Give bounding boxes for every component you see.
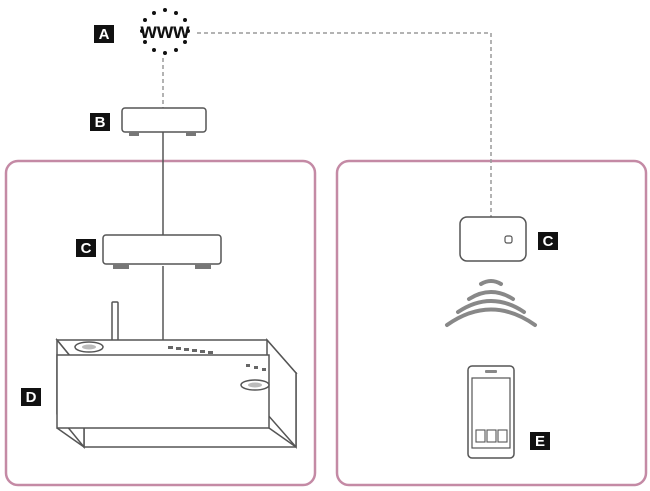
internet-to-wireless-router-dashed-line (197, 32, 492, 217)
label-c-wired: C (76, 239, 96, 257)
svg-text:C: C (543, 233, 554, 250)
label-a: A (94, 25, 114, 43)
label-b: B (90, 113, 110, 131)
wired-setup-panel (4, 159, 317, 487)
label-d: D (21, 388, 41, 406)
modem-icon (121, 107, 207, 136)
speaker-icon (55, 301, 298, 450)
smartphone-icon (467, 365, 515, 459)
svg-text:D: D (26, 389, 37, 406)
svg-text:C: C (81, 240, 92, 257)
svg-text:E: E (535, 433, 545, 450)
svg-text:A: A (99, 26, 110, 43)
label-c-wireless: C (538, 232, 558, 250)
wireless-router-icon (459, 216, 527, 262)
globe-icon: www (139, 8, 190, 55)
internet-label: www (139, 20, 190, 43)
svg-text:B: B (95, 114, 106, 131)
router-icon (102, 234, 222, 269)
wifi-signal-icon (445, 279, 537, 327)
label-e: E (530, 432, 550, 450)
